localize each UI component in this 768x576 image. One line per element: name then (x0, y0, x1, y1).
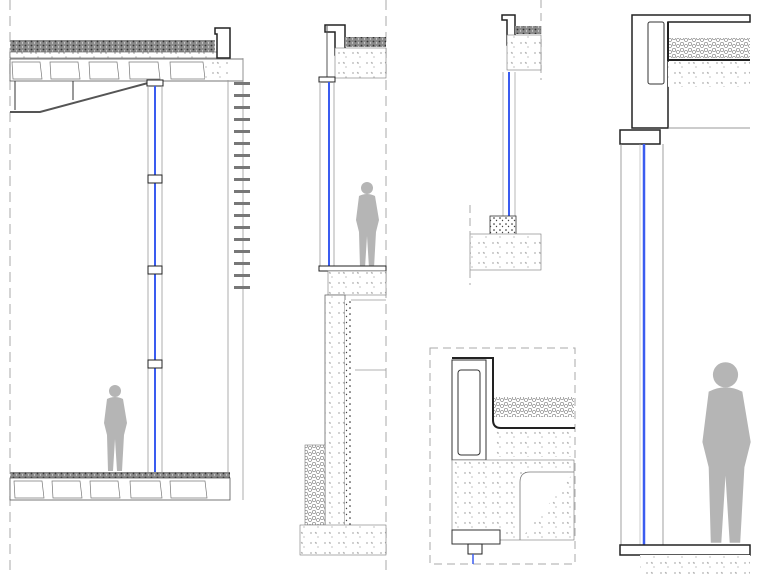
hollow-core-floor-slab (9, 477, 231, 501)
window-frame-profile (467, 543, 483, 555)
basement-wall (324, 294, 346, 536)
slab-void (519, 471, 574, 540)
full-height-curtain-wall-section (9, 0, 387, 576)
sun-louvers (234, 82, 250, 289)
roof-gravel-layer (515, 26, 541, 34)
pebble-layer (494, 397, 574, 417)
louver-blade (234, 190, 250, 193)
slab-edge-infill (205, 60, 229, 80)
louver-blade (234, 250, 250, 253)
louver-blade (234, 142, 250, 145)
louver-blade (234, 262, 250, 265)
window-head-sill-section (469, 0, 542, 285)
floor-sill (619, 544, 751, 556)
storey-curtain-wall-section (299, 24, 387, 556)
louver-blade (234, 82, 250, 85)
glass-connector (147, 265, 163, 275)
louver-blade (234, 226, 250, 229)
mullion-head (318, 76, 336, 83)
mullion-head (619, 129, 661, 145)
louver-blade (234, 274, 250, 277)
louver-blade (234, 238, 250, 241)
slab-cores (13, 480, 208, 499)
louver-blade (234, 106, 250, 109)
mullion-head (146, 79, 164, 87)
louver-blade (234, 286, 250, 289)
louver-blade (234, 178, 250, 181)
parapet-detail (429, 347, 576, 565)
wall-insulation (345, 300, 351, 535)
roof-gravel-layer (10, 40, 215, 52)
louver-blade (234, 166, 250, 169)
rebar-cage (457, 369, 481, 456)
head-profile (451, 529, 501, 545)
floor-sill (318, 265, 387, 272)
ground-gravel (304, 444, 326, 526)
louver-blade (234, 94, 250, 97)
rebar-cage (647, 21, 665, 85)
sloped-ceiling (10, 82, 149, 113)
louver-blade (234, 118, 250, 121)
floor-finish (10, 472, 230, 478)
roof-slab (506, 34, 542, 71)
louver-blade (234, 130, 250, 133)
floor-slab (640, 555, 750, 576)
louver-blade (234, 202, 250, 205)
parapet-beam (451, 359, 487, 461)
roof-gravel-layer (345, 37, 386, 47)
human-figure (702, 362, 751, 543)
louver-blade (234, 214, 250, 217)
floor-slab (469, 233, 542, 271)
enlarged-curtain-wall-section (619, 14, 751, 576)
roof-screed (9, 51, 226, 59)
foundation (299, 524, 387, 556)
membrane-flashing (452, 357, 575, 429)
membrane-flashing (667, 22, 750, 61)
roof-gravel-layer (668, 38, 750, 58)
roof-slab (334, 47, 387, 79)
roof-slab (668, 62, 750, 87)
human-figure (104, 385, 127, 471)
glass-connector (147, 174, 163, 184)
floor-slab (327, 270, 387, 296)
louver-blade (234, 154, 250, 157)
roof-parapet (214, 27, 231, 59)
human-figure (356, 182, 379, 268)
screed-layer (494, 430, 574, 457)
glass-connector (147, 359, 163, 369)
detail-border-dashed (429, 347, 576, 565)
